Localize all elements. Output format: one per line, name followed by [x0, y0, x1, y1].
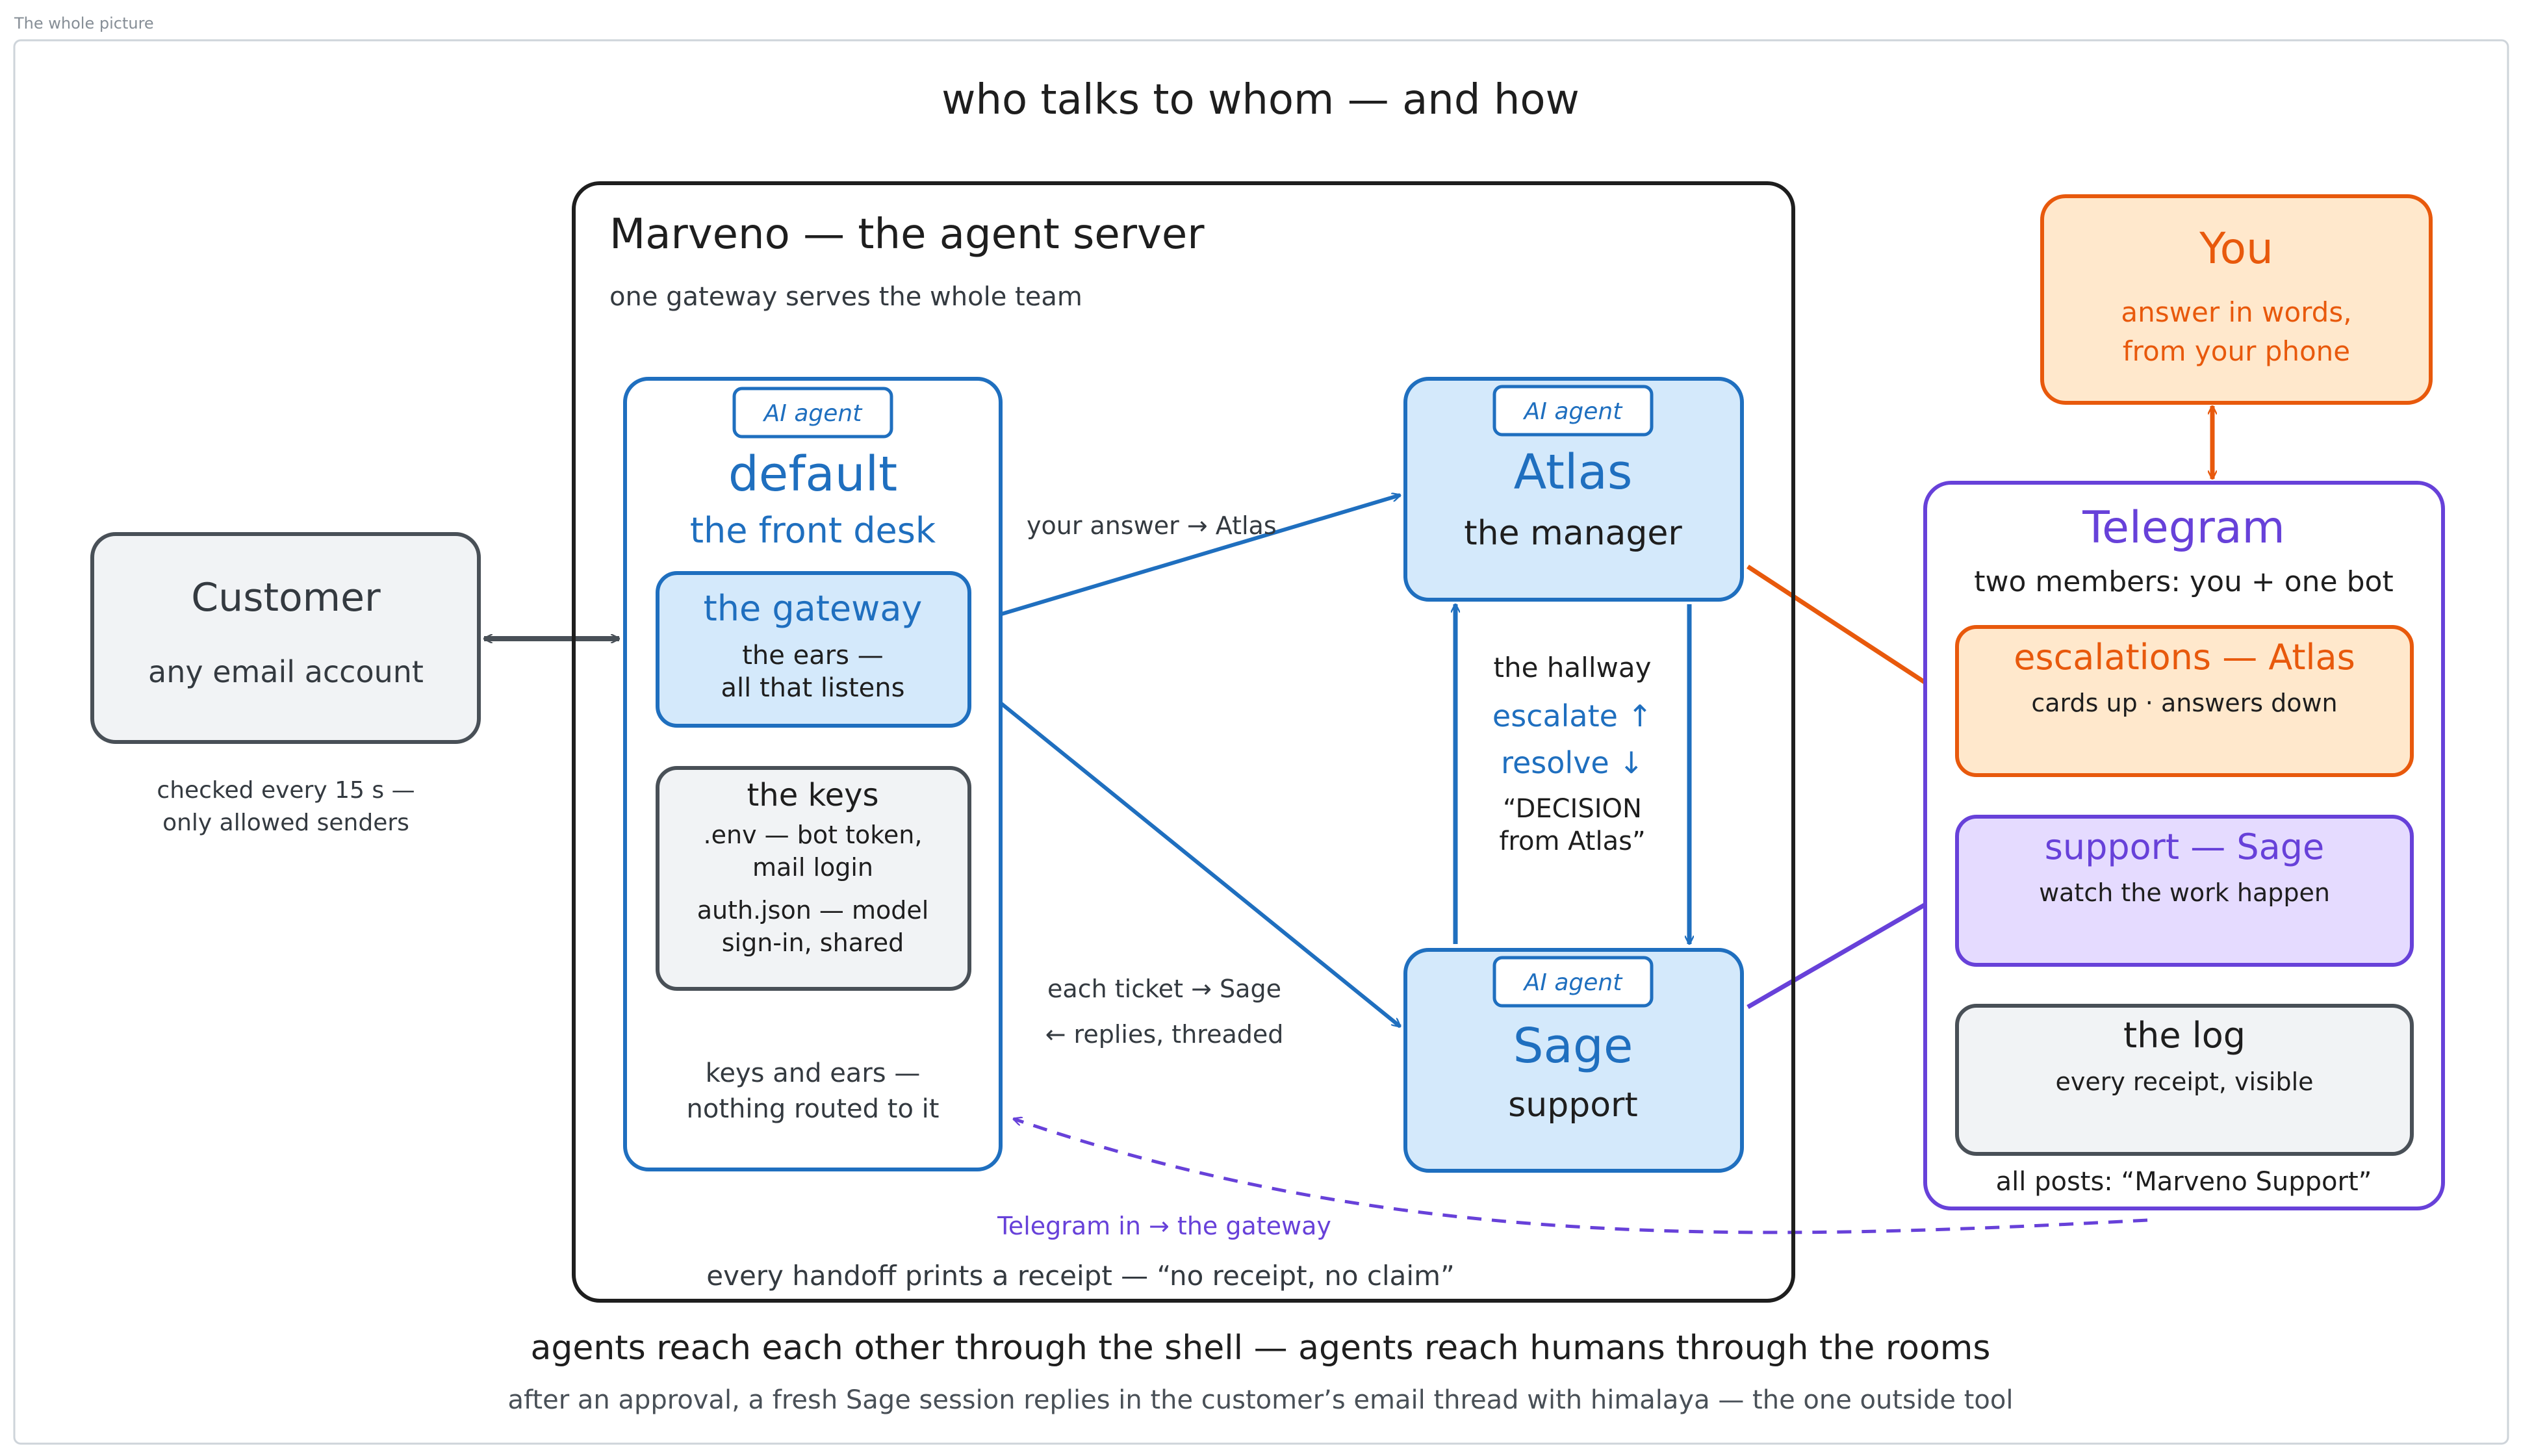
log-room-title: the log — [2123, 1015, 2246, 1056]
ticket-label-line1: each ticket → Sage — [1047, 975, 1281, 1003]
sage-to-support-arrow — [1747, 886, 1952, 1010]
support-room-title: support — Sage — [2045, 826, 2325, 867]
gateway-line2: all that listens — [721, 673, 905, 703]
you-line2: from your phone — [2123, 335, 2350, 367]
server-box — [572, 181, 1795, 1303]
atlas-box — [1403, 377, 1744, 602]
atlas-to-escalations-arrow — [1747, 565, 1952, 702]
atlas-node: AI agent Atlas the manager — [1403, 377, 1744, 602]
hallway-decision-line1: “DECISION — [1503, 794, 1642, 824]
customer-note-line2: only allowed senders — [162, 810, 409, 836]
keys-line4: sign-in, shared — [722, 928, 904, 957]
you-box — [2040, 194, 2433, 405]
default-agent-role: the front desk — [690, 510, 936, 551]
bottom-caption-line2: after an approval, a fresh Sage session … — [508, 1385, 2014, 1415]
frame-label: The whole picture — [14, 14, 154, 32]
sage-badge — [1492, 956, 1654, 1008]
server-footer: every handoff prints a receipt — “no rec… — [706, 1260, 1455, 1292]
telegram-in-label: Telegram in → the gateway — [997, 1212, 1331, 1240]
hallway-resolve: resolve ↓ — [1501, 745, 1644, 780]
telegram-in-dashed-arrow — [1014, 1119, 2148, 1234]
ticket-label-line2: ← replies, threaded — [1045, 1020, 1284, 1049]
log-room-desc: every receipt, visible — [2055, 1067, 2313, 1096]
telegram-container: Telegram two members: you + one bot esca… — [1923, 481, 2445, 1210]
server-title: Marveno — the agent server — [609, 211, 1205, 259]
hallway-title: the hallway — [1494, 652, 1652, 683]
telegram-footer: all posts: “Marveno Support” — [1996, 1167, 2372, 1197]
keys-box — [656, 766, 971, 991]
gateway-box — [656, 571, 971, 728]
keys-line1: .env — bot token, — [704, 821, 923, 849]
escalations-room-box — [1955, 625, 2414, 777]
customer-box — [90, 532, 481, 744]
atlas-name: Atlas — [1514, 444, 1633, 500]
you-line1: answer in words, — [2121, 296, 2351, 328]
sage-node: AI agent Sage support — [1403, 948, 1744, 1173]
hallway-decision-line2: from Atlas” — [1499, 826, 1645, 856]
page-title: who talks to whom — and how — [941, 76, 1580, 124]
atlas-badge-label: AI agent — [1523, 398, 1624, 425]
atlas-badge — [1492, 385, 1654, 437]
sage-badge-label: AI agent — [1523, 969, 1624, 996]
keys-line2: mail login — [752, 853, 873, 882]
keys-node: the keys .env — bot token, mail login au… — [656, 766, 971, 991]
sage-role: support — [1508, 1086, 1638, 1125]
gateway-sage-arrow — [973, 681, 1400, 1027]
keys-line3: auth.json — model — [697, 896, 929, 925]
support-room-box — [1955, 815, 2414, 967]
telegram-subtitle: two members: you + one bot — [1974, 565, 2393, 598]
default-agent-footer-line2: nothing routed to it — [687, 1094, 940, 1124]
support-room-desc: watch the work happen — [2039, 878, 2330, 907]
hallway-labels: the hallway escalate ↑ resolve ↓ “DECISI… — [1492, 652, 1652, 856]
telegram-name: Telegram — [2082, 502, 2285, 554]
outer-frame — [13, 39, 2509, 1445]
answer-to-atlas-label: your answer → Atlas — [1027, 511, 1277, 540]
gateway-line1: the ears — — [742, 641, 883, 671]
default-agent-footer-line1: keys and ears — — [706, 1058, 921, 1088]
server-container: Marveno — the agent server one gateway s… — [572, 181, 1795, 1303]
default-agent-badge-label: AI agent — [763, 400, 864, 427]
default-agent-name: default — [728, 446, 897, 502]
atlas-role: the manager — [1464, 514, 1682, 553]
hallway-escalate: escalate ↑ — [1492, 698, 1652, 734]
customer-desc: any email account — [148, 654, 424, 689]
customer-name: Customer — [191, 575, 381, 620]
customer-node: Customer any email account checked every… — [90, 532, 481, 836]
you-name: You — [2199, 224, 2273, 274]
gateway-node: the gateway the ears — all that listens — [656, 571, 971, 728]
you-node: You answer in words, from your phone — [2040, 194, 2433, 405]
bottom-caption-line1: agents reach each other through the shel… — [530, 1329, 1990, 1368]
customer-note-line1: checked every 15 s — — [157, 777, 415, 804]
escalations-room-desc: cards up · answers down — [2031, 689, 2337, 717]
gateway-to-atlas-arrow — [973, 495, 1400, 624]
sage-box — [1403, 948, 1744, 1173]
log-room-box — [1955, 1004, 2414, 1156]
keys-title: the keys — [747, 777, 878, 813]
server-subtitle: one gateway serves the whole team — [609, 282, 1082, 312]
escalations-room-title: escalations — Atlas — [2014, 637, 2355, 678]
sage-name: Sage — [1513, 1018, 1633, 1074]
connectors — [484, 406, 2212, 1234]
default-agent-badge — [732, 387, 893, 439]
gateway-title: the gateway — [704, 588, 923, 629]
